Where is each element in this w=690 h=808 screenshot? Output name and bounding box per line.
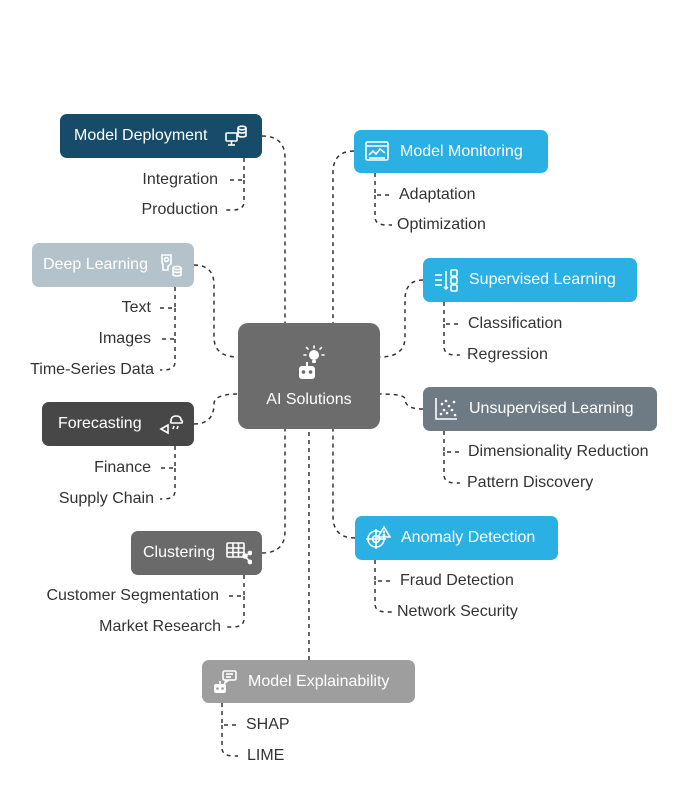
sorted-list-icon	[433, 267, 459, 293]
leaf-adaptation: Adaptation	[399, 186, 476, 203]
leaf-line-fraud	[374, 560, 392, 582]
leaf-optimization: Optimization	[397, 216, 486, 233]
node-label: Forecasting	[58, 415, 142, 432]
node-clustering: Clustering	[131, 531, 262, 575]
connector-unsupervised-learning	[379, 393, 424, 410]
connector-model-deployment	[261, 135, 286, 323]
node-model-deployment: Model Deployment	[60, 114, 262, 158]
computer-database-icon	[224, 124, 248, 148]
leaf-line-supply-chain	[160, 468, 176, 500]
connector-supervised-learning	[379, 279, 424, 358]
node-label: Model Monitoring	[400, 142, 523, 160]
leaf-images: Images	[98, 330, 151, 347]
leaf-regression: Regression	[467, 346, 548, 363]
leaf-line-network	[374, 581, 392, 613]
leaf-integration: Integration	[142, 171, 218, 188]
leaf-supply-chain: Supply Chain	[58, 490, 154, 507]
leaf-lime: LIME	[247, 747, 285, 764]
leaf-line-market-research	[227, 596, 245, 628]
leaf-line-dim-reduction	[443, 431, 460, 453]
node-label: Supervised Learning	[469, 271, 616, 288]
brain-database-icon	[159, 252, 183, 278]
leaf-text: Text	[121, 299, 151, 316]
target-warning-icon	[365, 525, 391, 551]
leaf-production: Production	[141, 201, 219, 218]
connector-model-monitoring	[332, 150, 355, 323]
leaf-classification: Classification	[468, 315, 563, 332]
leaf-line-shap	[221, 703, 238, 726]
leaf-line-optimization	[374, 195, 392, 226]
leaf-line-pattern-discovery	[443, 452, 460, 484]
connector-forecasting	[193, 393, 239, 425]
node-label: Clustering	[143, 544, 216, 561]
connector-clustering	[261, 429, 286, 554]
leaf-line-regression	[443, 324, 460, 356]
leaf-dimensionality-reduction: Dimensionality Reduction	[468, 443, 649, 460]
robot-lightbulb-icon	[289, 344, 329, 389]
weather-forecast-icon	[158, 411, 184, 437]
leaf-line-images	[160, 308, 176, 340]
leaf-time-series-data: Time-Series Data	[30, 361, 154, 378]
scatter-plot-icon	[433, 396, 459, 422]
connector-anomaly-detection	[332, 429, 356, 539]
node-label: Model Deployment	[74, 127, 208, 144]
leaf-customer-segmentation: Customer Segmentation	[46, 587, 219, 604]
connector-deep-learning	[193, 264, 239, 358]
leaf-market-research: Market Research	[99, 618, 221, 635]
leaf-line-lime	[221, 725, 238, 757]
leaf-line-classification	[443, 302, 460, 325]
leaf-line-customer-seg	[227, 575, 245, 597]
monitor-chart-icon	[364, 140, 390, 164]
node-label: Anomaly Detection	[401, 529, 536, 546]
leaf-fraud-detection: Fraud Detection	[400, 572, 514, 589]
leaf-line-production	[226, 180, 245, 211]
robot-speech-icon	[212, 669, 238, 695]
leaf-line-time-series	[160, 339, 176, 371]
leaf-line-adaptation	[374, 173, 392, 196]
node-deep-learning: Deep Learning	[32, 243, 194, 287]
node-unsupervised-learning: Unsupervised Learning	[423, 387, 657, 431]
node-label: Deep Learning	[43, 256, 148, 273]
node-anomaly-detection: Anomaly Detection	[355, 516, 558, 560]
node-label: Model Explainability	[248, 672, 390, 690]
table-share-icon	[226, 541, 252, 565]
leaf-finance: Finance	[94, 459, 151, 476]
node-label: Unsupervised Learning	[469, 400, 634, 417]
leaf-shap: SHAP	[246, 716, 290, 733]
center-label: AI Solutions	[266, 390, 352, 408]
leaf-line-integration	[226, 158, 245, 181]
leaf-pattern-discovery: Pattern Discovery	[467, 474, 594, 491]
leaf-line-finance	[160, 446, 176, 469]
leaf-line-text	[160, 287, 176, 309]
node-supervised-learning: Supervised Learning	[423, 258, 637, 302]
center-node: AI Solutions	[238, 323, 380, 429]
node-model-monitoring: Model Monitoring	[354, 130, 548, 173]
node-model-explainability: Model Explainability	[202, 660, 415, 703]
leaf-network-security: Network Security	[397, 603, 518, 620]
node-forecasting: Forecasting	[42, 402, 194, 446]
